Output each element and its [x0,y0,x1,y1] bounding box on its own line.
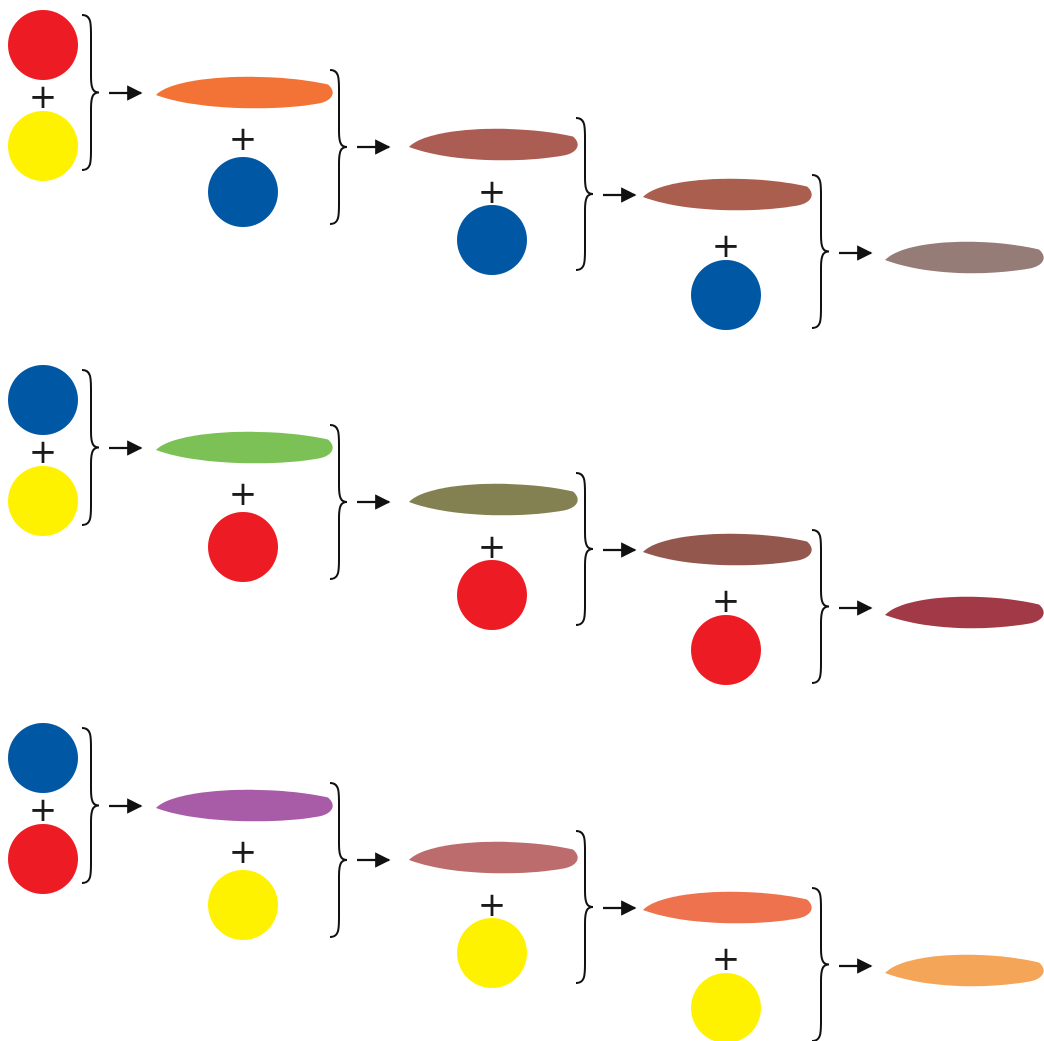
grouping-brace [82,15,99,170]
grouping-brace [82,370,99,525]
primary-circle [8,723,78,793]
mix-row-blue-red-then-yellow: ++++ [8,723,1044,1041]
primary-circle [208,157,278,227]
grouping-brace [82,728,99,883]
mix-row-blue-yellow-then-red: ++++ [8,365,1044,685]
primary-circle [8,111,78,181]
grouping-brace [576,473,593,625]
mixed-swatch [643,534,812,566]
primary-circle [8,824,78,894]
primary-circle [208,870,278,940]
primary-circle [457,918,527,988]
mixed-swatch [156,432,333,464]
primary-circle [457,205,527,275]
final-mixed-swatch [885,597,1044,629]
mixed-swatch [156,790,333,822]
mix-row-red-yellow-then-blue: ++++ [8,10,1044,330]
grouping-brace [576,831,593,983]
primary-circle [691,973,761,1041]
grouping-brace [576,118,593,270]
grouping-brace [812,888,829,1041]
mixed-swatch [409,484,578,516]
primary-circle [8,466,78,536]
mixed-swatch [409,842,578,874]
primary-circle [691,260,761,330]
mixed-swatch [643,892,812,924]
final-mixed-swatch [885,242,1044,274]
mixed-swatch [643,179,812,211]
primary-circle [208,512,278,582]
primary-circle [691,615,761,685]
grouping-brace [812,175,829,328]
final-mixed-swatch [885,955,1044,987]
plus-sign: + [229,832,258,872]
primary-circle [8,365,78,435]
grouping-brace [812,530,829,683]
plus-sign: + [229,474,258,514]
mixed-swatch [409,129,578,161]
mixed-swatch [156,77,333,109]
primary-circle [8,10,78,80]
primary-circle [457,560,527,630]
plus-sign: + [229,119,258,159]
